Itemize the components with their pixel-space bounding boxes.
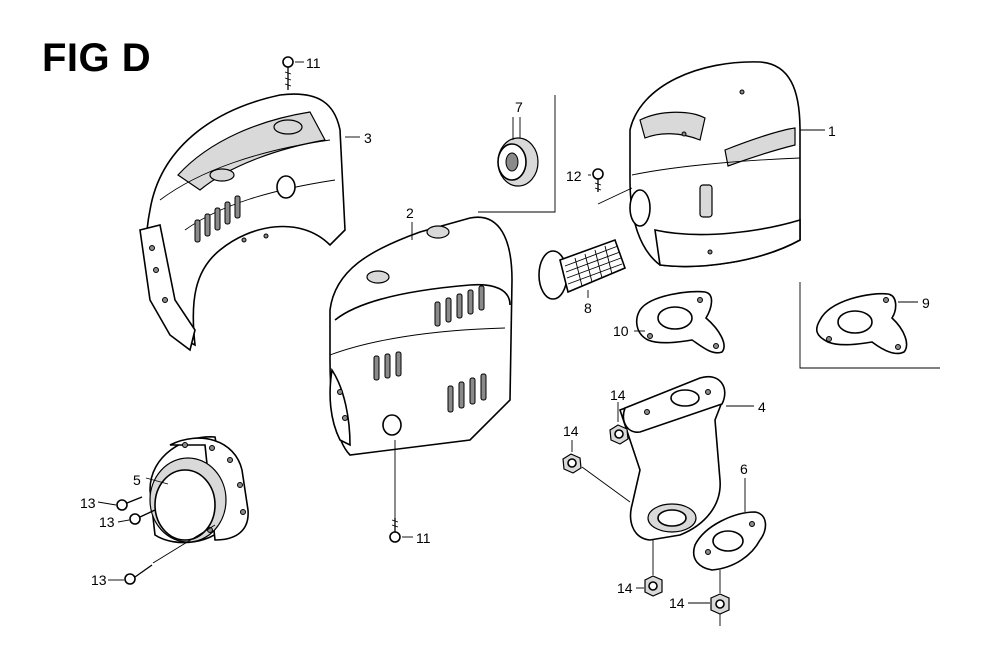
part-11-bottom-screw bbox=[389, 440, 413, 543]
leader-lines bbox=[345, 117, 825, 240]
callout-14-a: 14 bbox=[610, 387, 626, 403]
nut-a bbox=[609, 402, 629, 445]
part-5-plate bbox=[145, 436, 249, 544]
part-2-vent-slots bbox=[373, 285, 487, 413]
callout-13-c: 13 bbox=[91, 572, 107, 588]
callout-7: 7 bbox=[515, 99, 523, 115]
part-13-screws bbox=[97, 496, 216, 585]
part-3-vent-slots bbox=[194, 195, 241, 243]
callout-11-bottom: 11 bbox=[416, 530, 431, 546]
part-9-gasket bbox=[799, 282, 940, 369]
part-11-top-screw bbox=[282, 56, 304, 90]
callout-13-b: 13 bbox=[99, 514, 115, 530]
callout-1: 1 bbox=[828, 123, 836, 139]
part-1-muffler bbox=[629, 61, 801, 268]
screw-13-c bbox=[108, 524, 216, 585]
screw-13-b bbox=[117, 509, 156, 525]
callout-14-c: 14 bbox=[617, 580, 633, 596]
nut-c bbox=[636, 540, 663, 597]
part-10-gasket bbox=[634, 290, 725, 354]
part-3-protector-cover bbox=[139, 93, 346, 352]
screw-13-a bbox=[97, 496, 143, 511]
figure-title: FIG D bbox=[42, 36, 152, 80]
callout-9: 9 bbox=[922, 295, 930, 311]
part-6-gasket bbox=[693, 478, 767, 571]
callout-14-d: 14 bbox=[669, 595, 685, 611]
nut-b bbox=[562, 440, 582, 474]
callout-13-a: 13 bbox=[80, 495, 96, 511]
part-14-nuts bbox=[562, 402, 730, 626]
callout-3: 3 bbox=[364, 130, 372, 146]
callout-4: 4 bbox=[758, 399, 766, 415]
part-8-spark-arrester bbox=[538, 238, 627, 300]
callout-numbers: 1 2 3 4 5 6 7 8 9 10 11 11 12 13 13 13 1… bbox=[80, 55, 930, 611]
callout-12: 12 bbox=[566, 168, 582, 184]
nut-d bbox=[688, 570, 730, 626]
callout-11-top: 11 bbox=[306, 55, 321, 71]
callout-2: 2 bbox=[406, 205, 414, 221]
callout-14-b: 14 bbox=[563, 423, 579, 439]
part-7-collar bbox=[478, 95, 556, 213]
callout-6: 6 bbox=[740, 461, 748, 477]
callout-8: 8 bbox=[584, 300, 592, 316]
part-4-exhaust-pipe bbox=[581, 375, 754, 541]
callout-10: 10 bbox=[613, 323, 629, 339]
callout-5: 5 bbox=[133, 472, 141, 488]
part-12-screw bbox=[588, 168, 633, 205]
part-2-muffler-cover bbox=[329, 216, 513, 456]
